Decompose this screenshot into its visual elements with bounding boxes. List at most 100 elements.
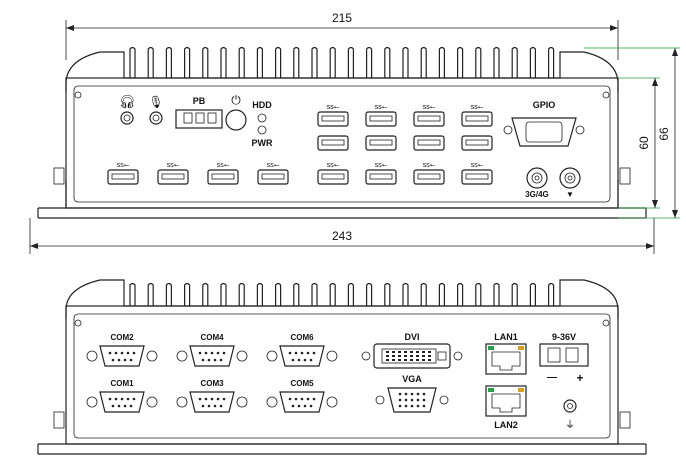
fin <box>184 46 191 78</box>
fin <box>256 46 263 78</box>
lan1-label: LAN1 <box>494 332 518 342</box>
fin <box>256 282 263 306</box>
power-input-label: 9-36V <box>552 332 576 342</box>
fin <box>329 282 336 306</box>
usb-port <box>365 135 397 151</box>
usb-port <box>107 169 139 185</box>
fin <box>366 282 373 306</box>
fin <box>165 46 172 78</box>
usb-port <box>317 169 349 185</box>
antenna-label: 3G/4G <box>525 190 549 199</box>
vga-connector <box>387 387 437 413</box>
fin <box>511 282 518 306</box>
fin <box>366 46 373 78</box>
db9-connector <box>189 345 235 367</box>
fin <box>402 46 409 78</box>
fin <box>529 282 536 306</box>
dim-243: 243 <box>332 229 352 243</box>
usb-port <box>413 169 445 185</box>
power-icon: ⏻ <box>231 93 241 107</box>
dvi-label: DVI <box>404 332 419 342</box>
com-label: COM3 <box>200 379 224 388</box>
fin <box>493 282 500 306</box>
db9-connector <box>189 391 235 413</box>
rear-ear-tab-left <box>53 411 65 429</box>
vga-label: VGA <box>402 374 422 384</box>
fin <box>511 46 518 78</box>
fin <box>147 46 154 78</box>
pb-connector <box>175 109 223 129</box>
lan1-port <box>485 343 527 375</box>
usb-port <box>413 111 445 127</box>
usb-port <box>365 111 397 127</box>
hdd-label: HDD <box>252 100 272 110</box>
db9-connector <box>99 345 145 367</box>
rear-chassis-body <box>65 305 619 445</box>
com-label: COM4 <box>200 333 224 342</box>
com-label: COM6 <box>290 333 314 342</box>
fin <box>293 282 300 306</box>
usb-icon: ss⭠ <box>267 162 280 169</box>
usb-icon: ss⭠ <box>167 162 180 169</box>
fin <box>311 46 318 78</box>
power-button[interactable] <box>225 109 247 131</box>
fin <box>238 282 245 306</box>
pb-label: PB <box>193 96 206 106</box>
mounting-ears <box>37 180 647 218</box>
dim-215: 215 <box>332 11 352 25</box>
front-panel <box>73 85 611 203</box>
fin <box>475 46 482 78</box>
front-view: 215 🎧︎ 🎙︎ PB ⏻ HDD <box>29 11 680 254</box>
usb-port <box>257 169 289 185</box>
screw-tl <box>74 91 82 99</box>
antenna-connector-2 <box>559 167 581 189</box>
fin <box>129 282 136 306</box>
plus-label: + <box>576 371 583 385</box>
com-label: COM2 <box>110 333 134 342</box>
usb-icon: ss⭠ <box>375 104 388 111</box>
heatsink-fins <box>129 46 555 78</box>
ground-icon: ⏚ <box>565 419 575 431</box>
ear-tab-right <box>619 167 631 185</box>
fin <box>347 282 354 306</box>
usb-icon: ss⭠ <box>217 162 230 169</box>
fin <box>275 282 282 306</box>
lan2-label: LAN2 <box>494 420 518 430</box>
dim-60: 60 <box>637 136 651 150</box>
dim-66: 66 <box>657 127 671 141</box>
fin <box>457 282 464 306</box>
fin <box>420 282 427 306</box>
usb-icon: ss⭠ <box>423 104 436 111</box>
ground-screw <box>563 399 577 413</box>
gpio-connector <box>511 117 577 147</box>
fin <box>275 46 282 78</box>
usb-icon: ss⭠ <box>471 162 484 169</box>
dc-power-connector <box>539 343 589 367</box>
fin <box>202 282 209 306</box>
usb-port <box>461 111 493 127</box>
usb-port <box>207 169 239 185</box>
headphone-icon: 🎧︎ <box>119 94 136 109</box>
fin <box>147 282 154 306</box>
db9-connector <box>99 391 145 413</box>
usb-port <box>317 135 349 151</box>
ear-tab-left <box>53 167 65 185</box>
gpio-label: GPIO <box>533 100 556 110</box>
usb-port <box>461 169 493 185</box>
mic-jack <box>149 111 163 125</box>
antenna-connector-1 <box>526 167 548 189</box>
usb-icon: ss⭠ <box>375 162 388 169</box>
minus-label: — <box>547 372 557 383</box>
usb-port <box>413 135 445 151</box>
fin <box>384 46 391 78</box>
headphone-jack <box>120 111 134 125</box>
fin <box>129 46 136 78</box>
usb-port <box>365 169 397 185</box>
fin <box>402 282 409 306</box>
fin <box>438 282 445 306</box>
microphone-icon: 🎙︎ <box>148 95 163 109</box>
db9-connector <box>279 345 325 367</box>
